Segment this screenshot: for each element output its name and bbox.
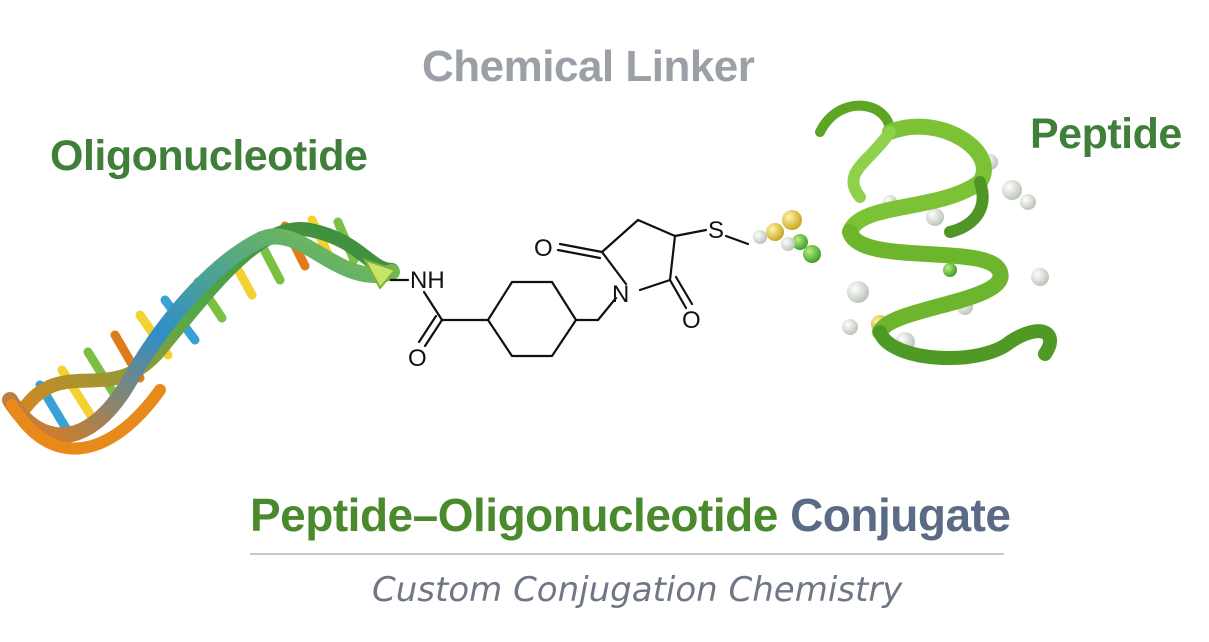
oxygen-right-label: O	[682, 307, 701, 334]
dna-strand-front	[2, 228, 400, 444]
carbonyl-oxygen-label: O	[408, 345, 427, 372]
linker-structure-diagram: NH O N O O S	[390, 217, 750, 372]
conjugate-title-green: Peptide–Oligonucleotide	[250, 489, 778, 541]
title-divider	[250, 553, 1004, 555]
dna-helix-illustration	[2, 215, 400, 455]
peptide-ribbon-illustration	[753, 100, 1057, 365]
dna-strand-back	[13, 222, 399, 422]
conjugate-title: Peptide–Oligonucleotide Conjugate	[250, 488, 1011, 542]
subtitle-text: Custom Conjugation Chemistry	[372, 570, 903, 610]
peptide-label: Peptide	[1030, 110, 1182, 158]
helix-ribbon	[815, 100, 1057, 365]
side-chain-atoms	[753, 154, 1049, 352]
nitrogen-atom-label: N	[612, 281, 629, 308]
chemical-linker-label: Chemical Linker	[422, 42, 755, 91]
conjugate-title-slate: Conjugate	[790, 489, 1011, 541]
sulfur-atom-label: S	[708, 217, 724, 244]
oxygen-top-label: O	[534, 235, 553, 262]
nh-atom-label: NH	[410, 267, 445, 294]
dna-end-cap	[362, 258, 397, 290]
oligonucleotide-label: Oligonucleotide	[50, 132, 368, 180]
